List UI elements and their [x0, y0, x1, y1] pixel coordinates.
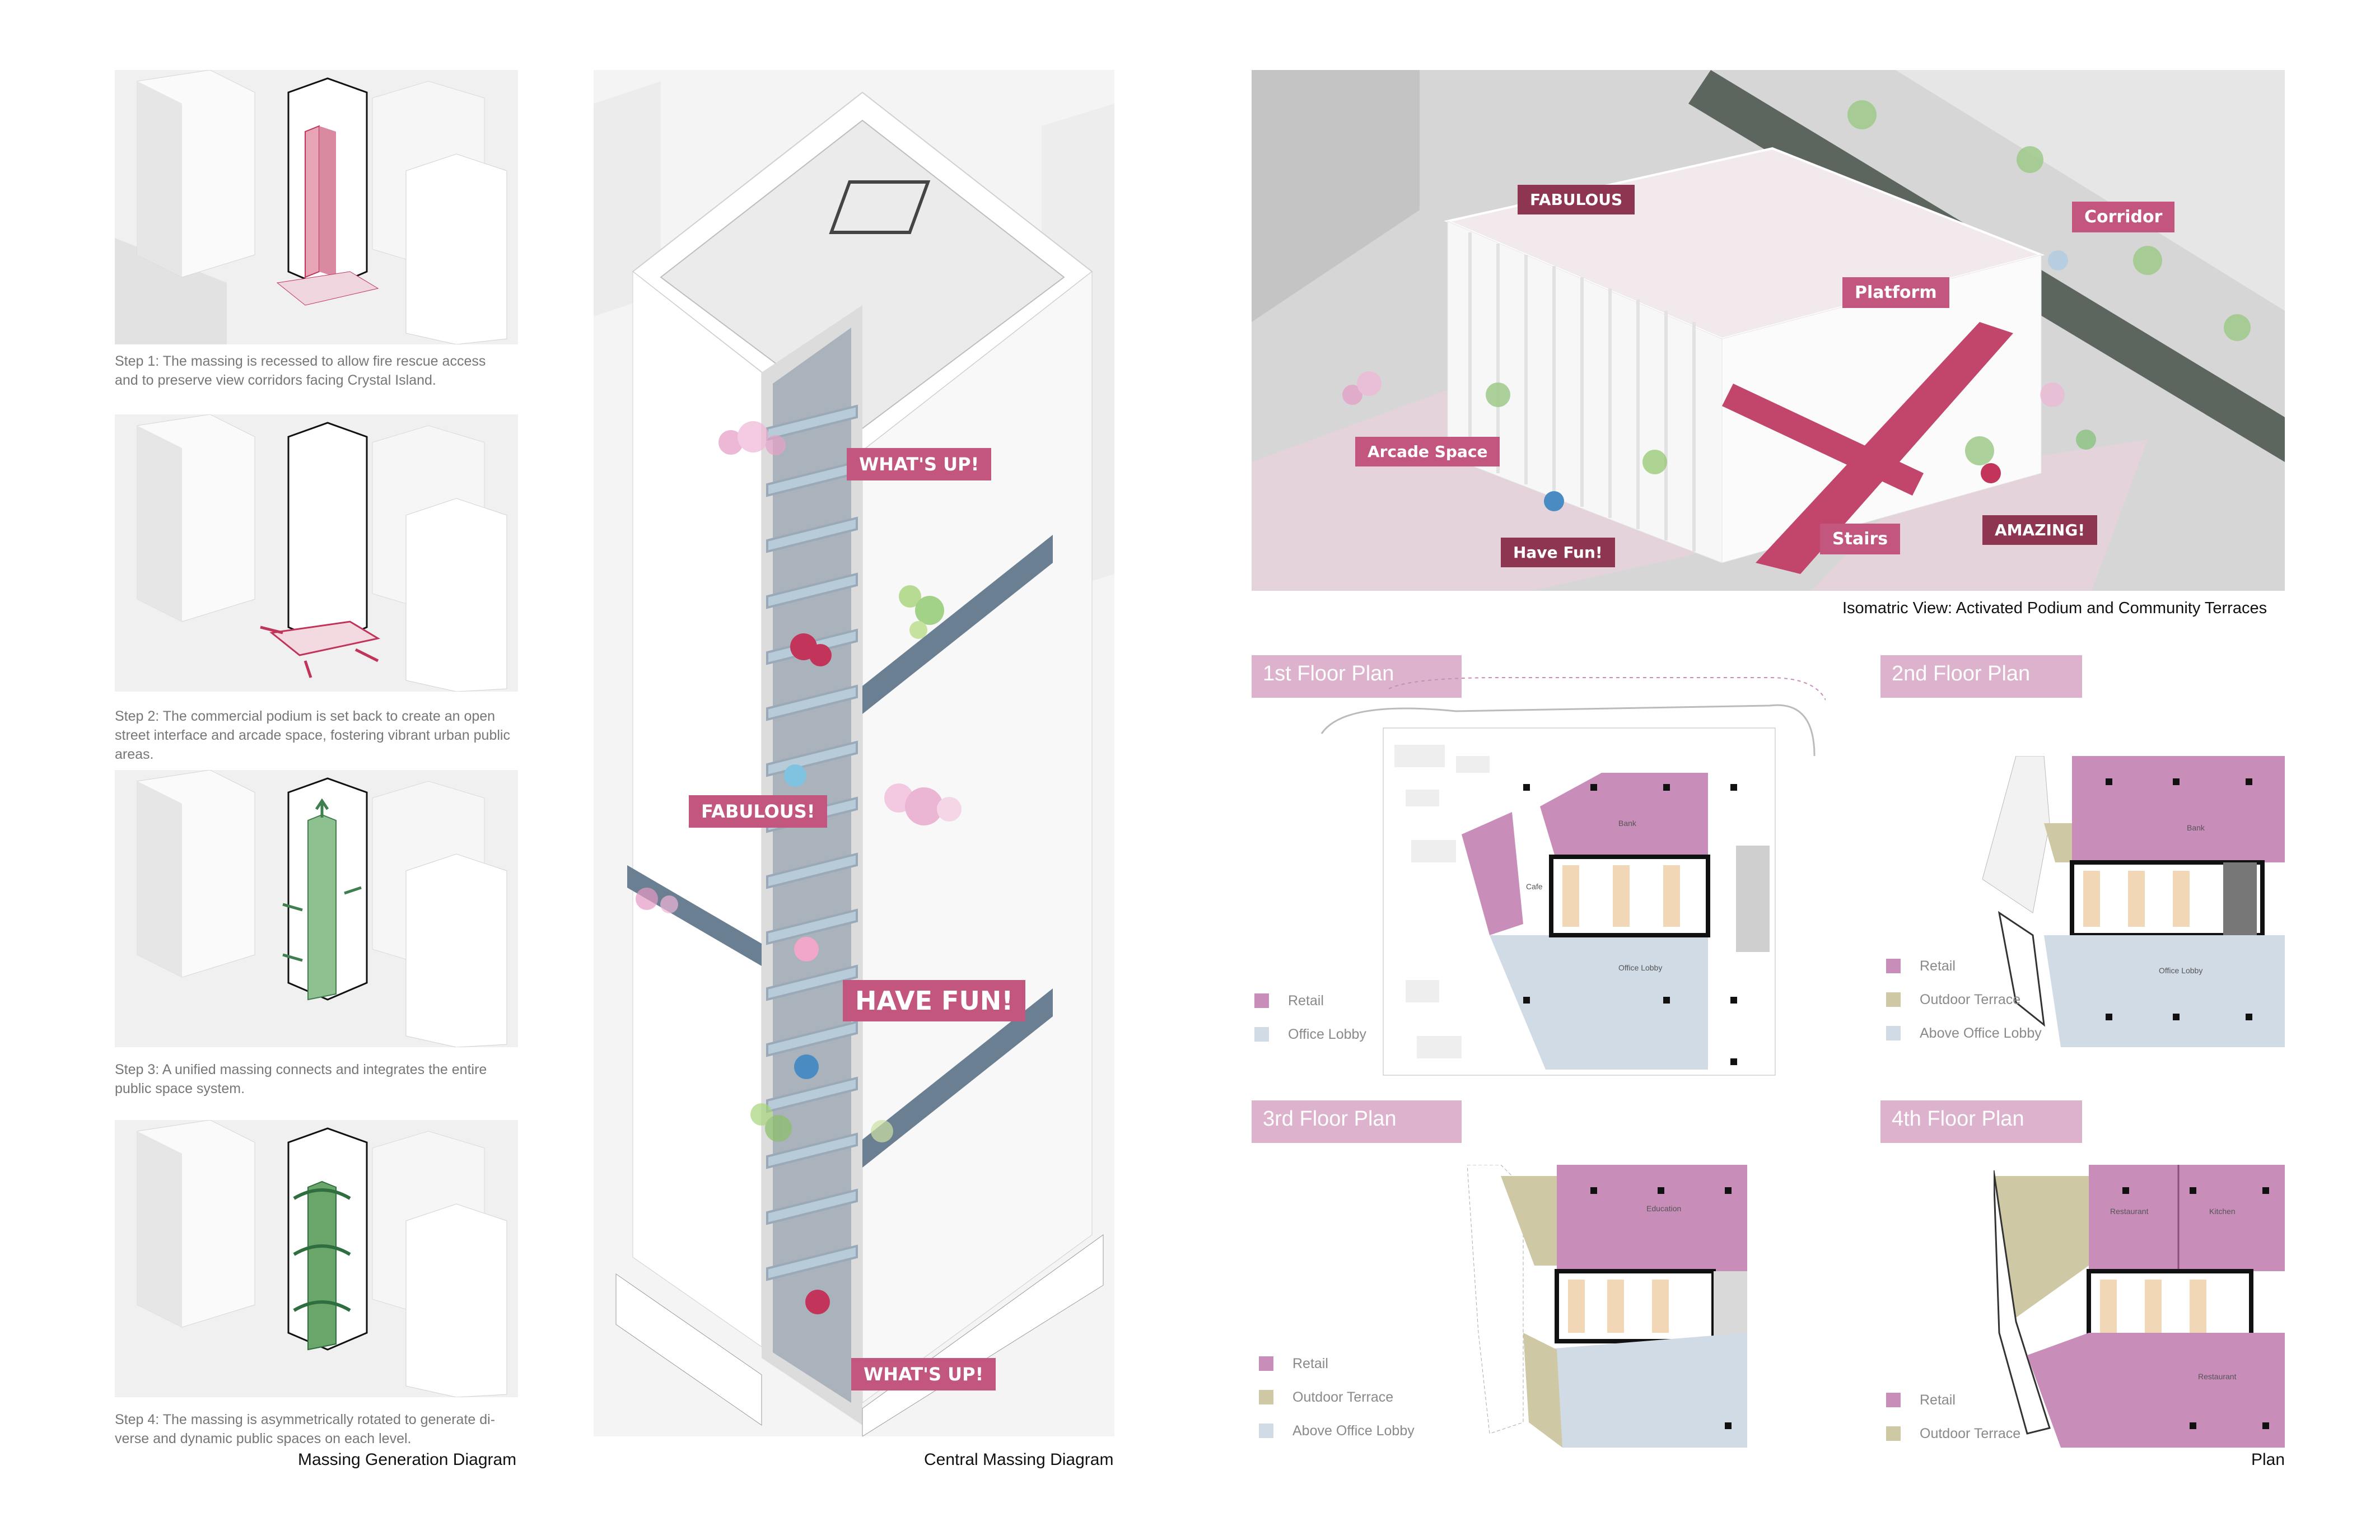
step-4-text: Step 4: The massing is asymmetrically ro…: [115, 1410, 518, 1448]
outdoor-terrace-swatch: [1886, 992, 1901, 1007]
above-office-lobby-swatch: [1886, 1026, 1901, 1040]
floor-2-plan: [1982, 756, 2285, 1047]
central-massing-drawing: [594, 70, 1114, 1436]
floor-4-room-restaurant-2: Restaurant: [2198, 1372, 2236, 1381]
iso-callout-arcade-space: Arcade Space: [1355, 437, 1500, 466]
floor-1-legend-retail: Retail: [1254, 992, 1324, 1009]
floor-4-room-restaurant-1: Restaurant: [2110, 1207, 2148, 1216]
step-4-massing-diagram: [115, 1120, 518, 1397]
retail-swatch: [1886, 959, 1901, 973]
isometric-caption: Isomatric View: Activated Podium and Com…: [1842, 599, 2267, 618]
step-2-text: Step 2: The commercial podium is set bac…: [115, 707, 518, 764]
callout-fabulous: FABULOUS!: [689, 795, 827, 828]
floor-1-room-office-lobby: Office Lobby: [1618, 963, 1662, 972]
floor-1-legend-office-lobby: Office Lobby: [1254, 1026, 1366, 1043]
iso-callout-corridor: Corridor: [2072, 202, 2174, 232]
floor-2-room-office-lobby: Office Lobby: [2159, 966, 2202, 975]
outdoor-terrace-swatch: [1886, 1426, 1901, 1441]
isometric-view-image: [1252, 70, 2285, 591]
legend-label: Outdoor Terrace: [1292, 1389, 1393, 1406]
step-1-massing-diagram: [115, 70, 518, 344]
floor-3-room-education: Education: [1646, 1204, 1681, 1213]
floor-3-legend-retail: Retail: [1259, 1355, 1328, 1372]
step-3-panel: [115, 770, 518, 1047]
floor-4-title: 4th Floor Plan: [1880, 1100, 2082, 1143]
iso-callout-amazing: AMAZING!: [1982, 515, 2097, 545]
retail-swatch: [1254, 993, 1269, 1008]
legend-label: Office Lobby: [1288, 1026, 1366, 1043]
floor-3-legend-outdoor-terrace: Outdoor Terrace: [1259, 1389, 1393, 1406]
legend-label: Retail: [1292, 1356, 1328, 1372]
floor-3-title: 3rd Floor Plan: [1252, 1100, 1462, 1143]
iso-callout-have-fun: Have Fun!: [1501, 538, 1615, 567]
floor-2-room-bank: Bank: [2187, 823, 2205, 832]
retail-swatch: [1886, 1393, 1901, 1407]
floor-2-legend-outdoor-terrace: Outdoor Terrace: [1886, 991, 2020, 1008]
legend-label: Retail: [1920, 1392, 1956, 1408]
floor-2-legend-retail: Retail: [1886, 958, 1956, 974]
step-2-massing-diagram: [115, 414, 518, 692]
legend-label: Retail: [1288, 993, 1324, 1009]
central-massing-caption: Central Massing Diagram: [924, 1450, 1113, 1469]
step-1-panel: [115, 70, 518, 344]
floor-1-plan: [1277, 644, 1826, 1086]
iso-callout-platform: Platform: [1842, 277, 1949, 308]
iso-callout-stairs: Stairs: [1820, 524, 1900, 554]
retail-swatch: [1259, 1356, 1273, 1371]
floor-4-room-kitchen: Kitchen: [2209, 1207, 2236, 1216]
legend-label: Outdoor Terrace: [1920, 992, 2020, 1008]
outdoor-terrace-swatch: [1259, 1390, 1273, 1404]
tower-diagram: [594, 70, 1114, 1436]
floor-2-legend-above-office-lobby: Above Office Lobby: [1886, 1025, 2042, 1042]
floor-1-room-cafe: Cafe: [1526, 882, 1543, 891]
plan-caption: Plan: [2251, 1450, 2285, 1469]
floor-1-room-bank: Bank: [1618, 819, 1636, 828]
callout-have-fun: HAVE FUN!: [843, 980, 1025, 1021]
isometric-podium-diagram: [1252, 70, 2285, 591]
legend-label: Above Office Lobby: [1292, 1423, 1415, 1439]
floor-4-legend-outdoor-terrace: Outdoor Terrace: [1886, 1425, 2020, 1442]
legend-label: Above Office Lobby: [1920, 1025, 2042, 1042]
above-office-lobby-swatch: [1259, 1424, 1273, 1438]
callout-whats-up-bottom: WHAT'S UP!: [851, 1358, 996, 1390]
legend-label: Outdoor Terrace: [1920, 1426, 2020, 1442]
callout-whats-up-top: WHAT'S UP!: [847, 448, 991, 480]
floor-3-legend-above-office-lobby: Above Office Lobby: [1259, 1422, 1415, 1439]
step-2-panel: [115, 414, 518, 692]
step-3-massing-diagram: [115, 770, 518, 1047]
floor-2-title: 2nd Floor Plan: [1880, 655, 2082, 698]
step-1-text: Step 1: The massing is recessed to allow…: [115, 352, 518, 390]
step-3-text: Step 3: A unified massing connects and i…: [115, 1060, 518, 1098]
floor-3-plan: [1467, 1165, 1747, 1448]
office-lobby-swatch: [1254, 1027, 1269, 1042]
floor-4-legend-retail: Retail: [1886, 1392, 1956, 1408]
legend-label: Retail: [1920, 958, 1956, 974]
massing-generation-caption: Massing Generation Diagram: [298, 1450, 516, 1469]
iso-callout-fabulous: FABULOUS: [1518, 185, 1635, 214]
step-4-panel: [115, 1120, 518, 1397]
